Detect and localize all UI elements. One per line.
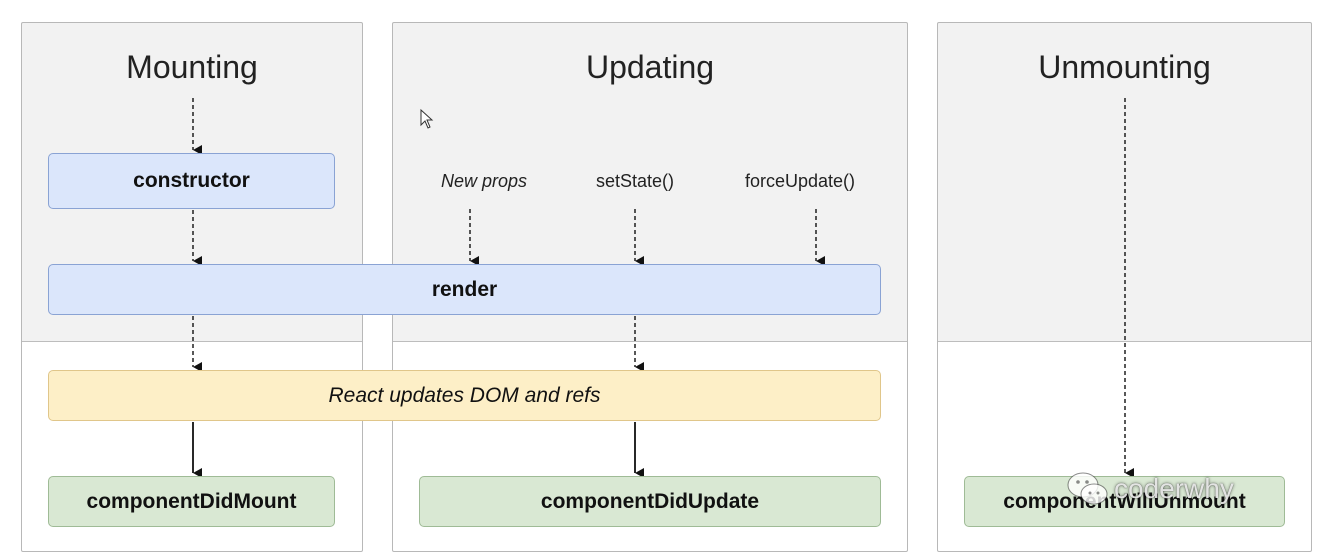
phase-divider [938,341,1311,342]
unmounting-title: Unmounting [1038,49,1211,85]
component-did-update-box: componentDidUpdate [419,476,881,527]
component-will-unmount-box: componentWillUnmount [964,476,1285,527]
component-did-mount-box: componentDidMount [48,476,335,527]
trigger-new-props: New props [440,171,528,191]
wechat-icon [1067,472,1108,505]
mounting-title: Mounting [126,49,258,85]
phase-divider [22,341,362,342]
constructor-box: constructor [48,153,335,209]
watermark-text: coderwhy [1114,473,1234,504]
render-box: render [48,264,881,315]
trigger-set-state: setState() [595,171,675,191]
dom-update-box: React updates DOM and refs [48,370,881,421]
trigger-force-update: forceUpdate() [744,171,856,191]
watermark: coderwhy [1066,470,1234,508]
phase-divider [393,341,907,342]
updating-title: Updating [585,49,715,85]
mouse-cursor-icon [420,108,434,129]
